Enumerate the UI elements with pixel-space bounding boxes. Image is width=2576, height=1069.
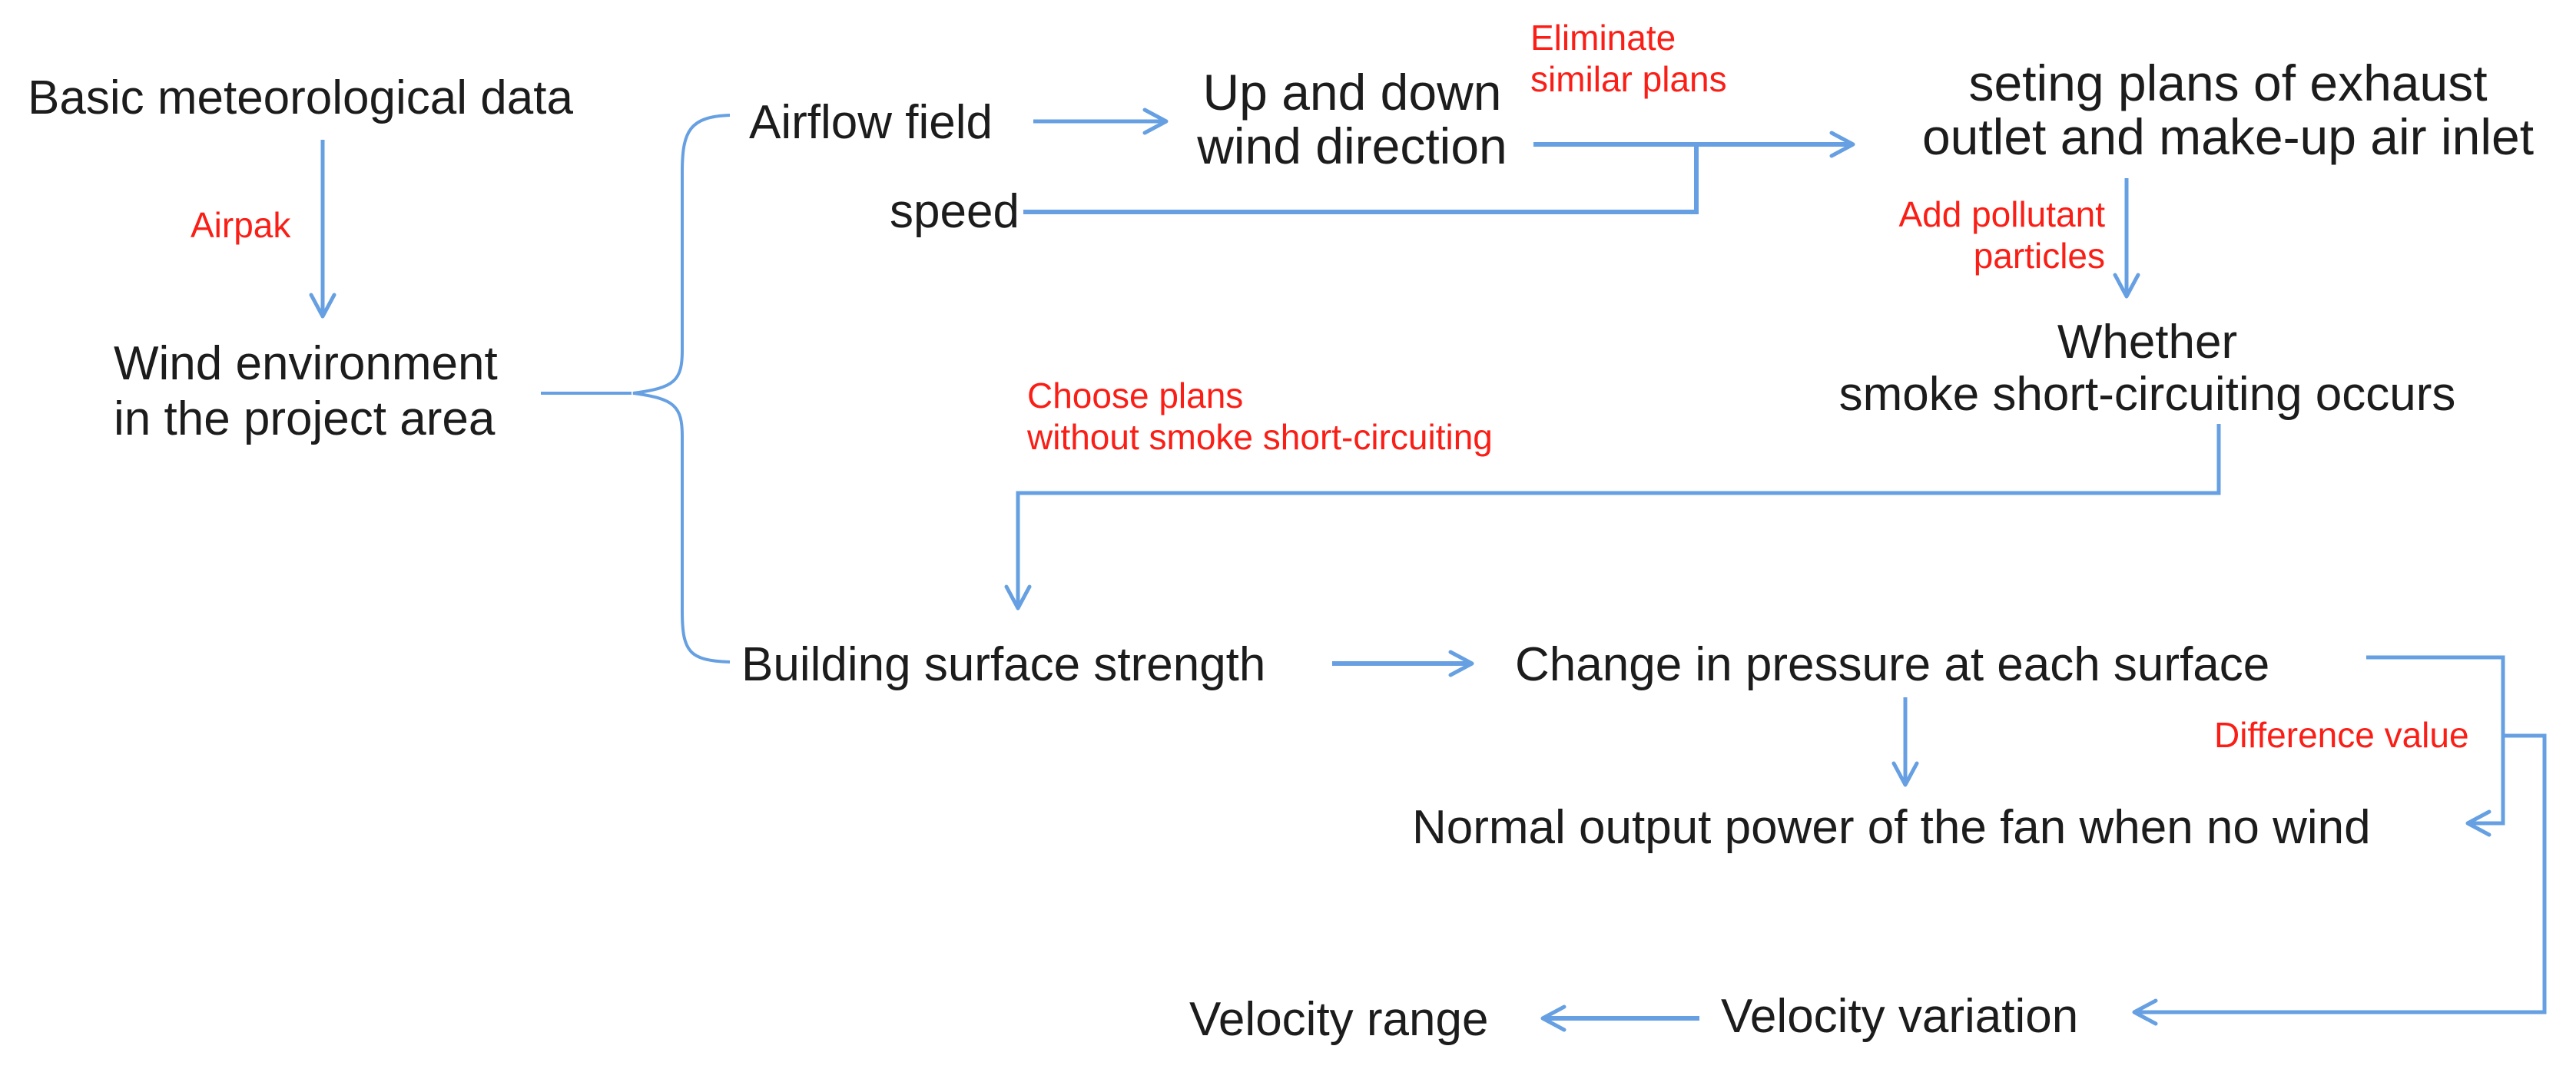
node-wind-environment: Wind environment in the project area [114, 336, 498, 447]
node-whether-line2: smoke short-circuiting occurs [1838, 368, 2456, 422]
node-velocity-variation: Velocity variation [1721, 990, 2079, 1043]
label-eliminate-similar-plans: Eliminate similar plans [1530, 17, 1727, 101]
node-change-in-pressure: Change in pressure at each surface [1515, 638, 2270, 691]
node-wind-environment-line1: Wind environment [114, 337, 498, 390]
label-add-pollutant-line2: particles [1973, 236, 2105, 276]
node-speed: speed [890, 185, 1019, 238]
label-eliminate-line1: Eliminate [1530, 18, 1676, 58]
node-whether-smoke-short-circuiting: Whether smoke short-circuiting occurs [1828, 316, 2466, 421]
node-seting-plans: seting plans of exhaust outlet and make-… [1905, 55, 2551, 165]
line-speed-join [1023, 146, 1699, 214]
label-add-pollutant-particles: Add pollutant particles [1859, 194, 2105, 277]
arrow-difference-to-velocityvariation [2132, 733, 2547, 1026]
label-choose-plans-line1: Choose plans [1027, 376, 1244, 415]
node-whether-line1: Whether [2057, 316, 2238, 369]
label-choose-plans-line2: without smoke short-circuiting [1027, 417, 1493, 458]
node-airflow-field: Airflow field [749, 96, 993, 149]
node-wind-environment-line2: in the project area [114, 392, 496, 445]
branch-brace [632, 114, 731, 664]
node-seting-plans-line2: outlet and make-up air inlet [1921, 108, 2535, 165]
node-basic-meteorological-data: Basic meteorological data [28, 71, 573, 124]
node-up-and-down-line2: wind direction [1197, 117, 1507, 174]
arrow-whether-to-building [1004, 424, 2221, 611]
arrow-pressure-elbow-to-normaloutput [2366, 655, 2505, 837]
label-airpak: Airpak [191, 205, 291, 245]
node-normal-output-power: Normal output power of the fan when no w… [1412, 801, 2371, 854]
label-difference-value: Difference value [2214, 715, 2469, 755]
node-velocity-range: Velocity range [1189, 993, 1489, 1046]
node-up-and-down-line1: Up and down [1202, 64, 1502, 121]
label-eliminate-line2: similar plans [1530, 59, 1727, 100]
label-add-pollutant-line1: Add pollutant [1898, 194, 2105, 234]
node-seting-plans-line1: seting plans of exhaust [1968, 55, 2488, 111]
label-choose-plans: Choose plans without smoke short-circuit… [1027, 375, 1493, 458]
node-up-and-down-wind-direction: Up and down wind direction [1183, 64, 1521, 174]
node-building-surface-strength: Building surface strength [741, 638, 1266, 691]
